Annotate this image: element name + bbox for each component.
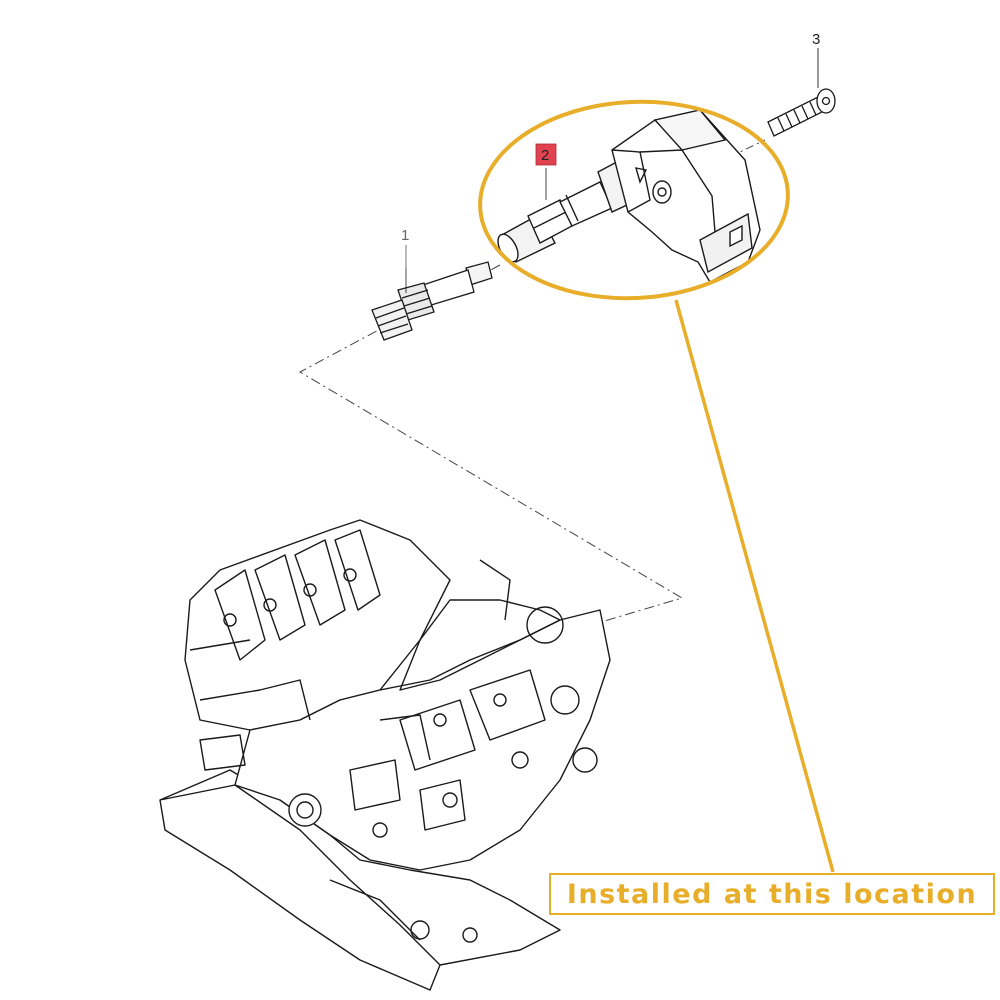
ignition-coil xyxy=(497,109,761,283)
bolt xyxy=(767,48,836,137)
callout-1: 1 xyxy=(401,227,409,244)
spark-plug xyxy=(371,261,493,341)
engine-block xyxy=(159,519,611,991)
callout-2: 2 xyxy=(541,147,549,164)
installed-location-label: Installed at this location xyxy=(566,878,978,910)
highlight-leader-line xyxy=(674,299,835,873)
callout-2-box xyxy=(535,143,557,166)
callout-3: 3 xyxy=(812,31,820,48)
installed-location-label-box: Installed at this location xyxy=(549,873,995,915)
highlight-ellipse xyxy=(478,99,790,301)
